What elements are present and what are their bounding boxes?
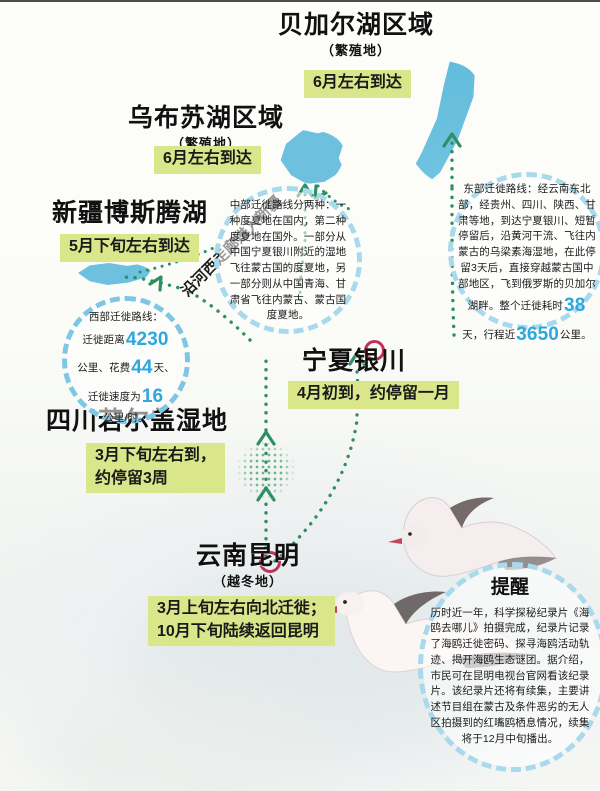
callout-central-text: 中部迁徙路线分两种：一种度夏地在国内，第二种度夏地在国外。一部分从中国宁夏银川附… <box>229 199 347 322</box>
halftone-dot-patch <box>236 440 296 500</box>
route-arrow-east-lower <box>348 351 366 366</box>
route-west-corridor <box>184 288 252 342</box>
reminder-body: 历时近一年，科学探秘纪录片《海鸥去哪儿》拍摄完成，纪录片记录了海鸥迁徙密码、探寻… <box>430 606 590 745</box>
west-speed-value: 16 <box>141 385 164 407</box>
place-name-kunming: 云南昆明 <box>196 542 301 570</box>
callout-east-bg <box>453 177 600 325</box>
east-text-pre: 东部迁徙路线：经云南东北部，经贵州、四川、陕西、甘肃等地，到达宁夏银川、短暂停留… <box>458 183 596 313</box>
lake-bosten-shape <box>78 262 152 286</box>
callout-circle-reminder <box>418 562 600 772</box>
west-days-value: 44 <box>131 357 153 379</box>
west-line5: 公里/时。 <box>103 412 149 425</box>
callout-circle-central <box>214 186 362 334</box>
callout-reminder-bg <box>423 567 600 767</box>
west-line3-post: 天、 <box>153 362 175 375</box>
route-west-seg <box>150 279 188 292</box>
east-text-post: 公里。 <box>559 328 592 341</box>
place-sub-kunming: （越冬地） <box>213 574 284 590</box>
place-label-ruoergai: 3月下旬左右到， 约停留3周 <box>86 443 225 494</box>
west-line1: 西部迁徙路线： <box>88 311 164 323</box>
route-east-yinchuan-baikal <box>450 184 456 337</box>
place-label-yinchuan: 4月初到，约停留一月 <box>288 381 459 409</box>
route-east-seg <box>355 366 361 417</box>
east-distance-value: 3650 <box>516 323 559 345</box>
callout-west-text: 西部迁徙路线： 迁徙距离4230 公里、花费44天、 迁徙速度为16 公里/时。 <box>70 310 182 427</box>
place-label-kunming: 3月上旬左右向北迁徙； 10月下旬陆续返回昆明 <box>148 596 335 647</box>
route-uvs-baikal <box>316 184 354 212</box>
place-name-uvs: 乌布苏湖区域 <box>128 104 285 132</box>
callout-west-bg <box>67 301 185 419</box>
place-name-baikal: 贝加尔湖区域 <box>278 11 435 39</box>
callout-east-text: 东部迁徙路线：经云南东北部，经贵州、四川、陕西、甘肃等地，到达宁夏银川、短暂停留… <box>458 182 596 349</box>
marker-yinchuan <box>364 340 385 361</box>
route-arrow-east-upper <box>442 132 462 148</box>
marker-kunming <box>259 551 281 573</box>
place-heading-kunming: 云南昆明 （越冬地） <box>196 543 300 590</box>
east-text-mid: 天，行程近 <box>462 328 516 341</box>
place-label-baikal: 6月左右到达 <box>304 70 411 98</box>
callout-reminder-text: 提醒 历时近一年，科学探秘纪录片《海鸥去哪儿》拍摄完成，纪录片记录了海鸥迁徙密码… <box>426 574 594 747</box>
east-days-value: 38 <box>564 295 586 317</box>
place-name-yinchuan: 宁夏银川 <box>302 347 407 375</box>
west-line2-pre: 迁徙距离 <box>82 333 125 346</box>
top-border-rule <box>0 0 600 2</box>
west-distance-value: 4230 <box>125 328 169 350</box>
place-heading-uvs: 乌布苏湖区域 （繁殖地） <box>128 105 284 152</box>
route-east-kunming-yinchuan <box>273 418 359 563</box>
place-heading-bosten: 新疆博斯腾湖 <box>52 199 209 227</box>
callout-circle-west <box>62 296 190 424</box>
route-west-to-bosten <box>116 275 154 283</box>
place-sub-baikal: （繁殖地） <box>321 43 392 59</box>
callout-circle-east <box>448 172 600 330</box>
callout-central-bg <box>219 191 357 329</box>
place-heading-yinchuan: 宁夏银川 <box>302 347 407 375</box>
west-line3-pre: 公里、花费 <box>77 362 131 375</box>
place-name-bosten: 新疆博斯腾湖 <box>52 199 209 227</box>
place-label-bosten: 5月下旬左右到达 <box>60 234 199 262</box>
route-arrow-west <box>148 275 163 292</box>
place-label-uvs: 6月左右到达 <box>154 146 261 174</box>
place-heading-baikal: 贝加尔湖区域 （繁殖地） <box>278 12 434 59</box>
west-line4-pre: 迁徙速度为 <box>87 390 141 403</box>
reminder-title: 提醒 <box>490 577 530 598</box>
